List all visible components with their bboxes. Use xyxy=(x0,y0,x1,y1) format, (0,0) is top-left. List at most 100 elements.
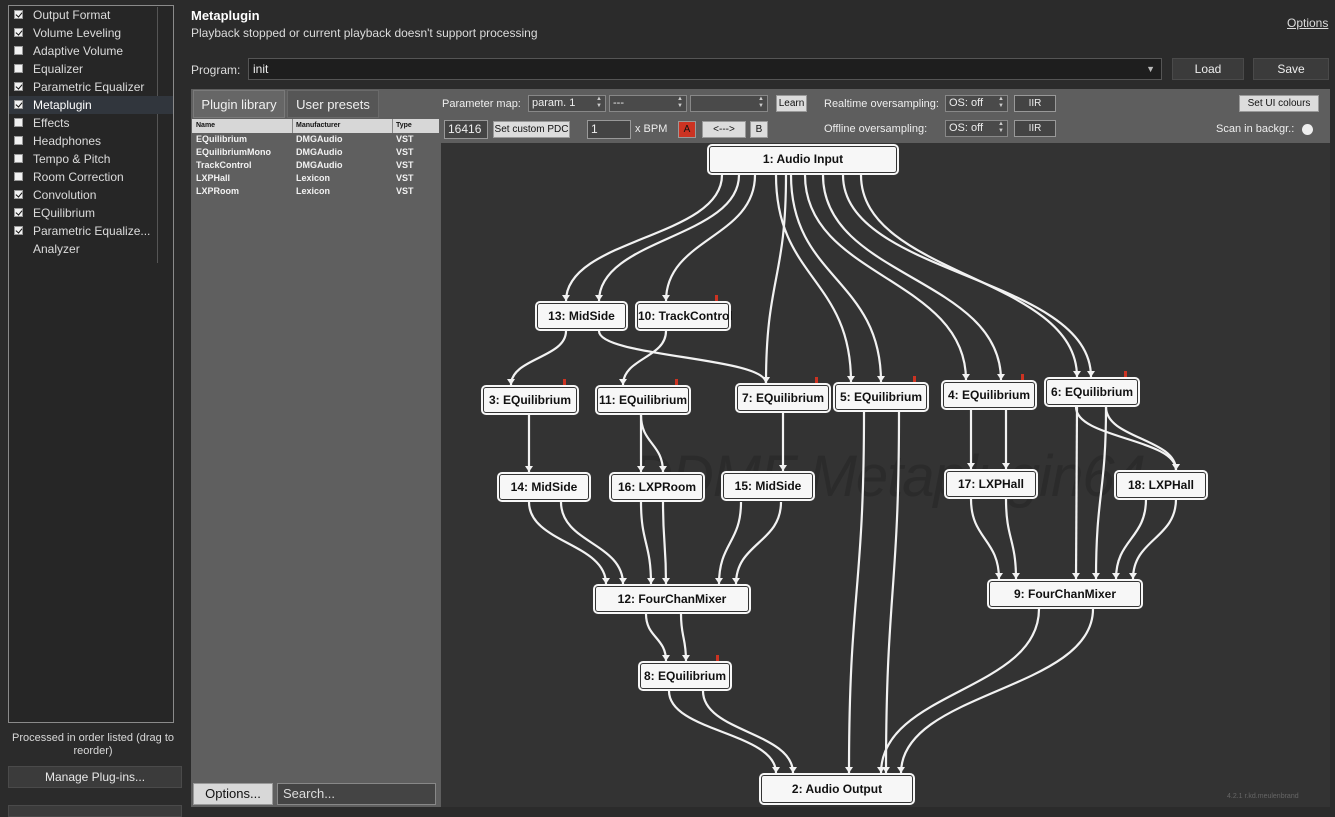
swap-ab-button[interactable]: <---> xyxy=(702,121,746,138)
order-hint: Processed in order listed (drag to reord… xyxy=(11,732,175,757)
stage-item[interactable]: Parametric Equalizer xyxy=(9,78,173,96)
graph-node[interactable]: 1: Audio Input xyxy=(707,144,899,175)
graph-node[interactable]: 2: Audio Output xyxy=(759,773,915,805)
param-select-3[interactable]: ▲▼ xyxy=(690,95,768,112)
graph-node[interactable]: 15: MidSide xyxy=(721,471,815,501)
pdc-value-field[interactable]: 16416 xyxy=(444,120,488,139)
stage-checkbox[interactable] xyxy=(14,100,23,109)
set-custom-pdc-button[interactable]: Set custom PDC xyxy=(493,121,570,138)
tab-plugin-library[interactable]: Plugin library xyxy=(193,90,285,118)
wire-arrow xyxy=(1087,371,1095,377)
table-cell: VST xyxy=(396,147,414,157)
stage-item[interactable]: Adaptive Volume xyxy=(9,42,173,60)
stage-item[interactable]: Headphones xyxy=(9,132,173,150)
stage-checkbox[interactable] xyxy=(14,208,23,217)
options-link[interactable]: Options xyxy=(1287,16,1329,30)
load-button[interactable]: Load xyxy=(1172,58,1244,80)
graph-node[interactable]: 9: FourChanMixer xyxy=(987,579,1143,609)
graph-node[interactable]: 7: EQuilibrium xyxy=(735,383,831,413)
learn-button[interactable]: Learn xyxy=(776,95,807,112)
stage-item[interactable]: EQuilibrium xyxy=(9,204,173,222)
param-indicator xyxy=(815,377,818,384)
offline-oversampling-select[interactable]: OS: off▲▼ xyxy=(945,120,1008,137)
tab-user-presets[interactable]: User presets xyxy=(287,90,379,118)
stage-checkbox[interactable] xyxy=(14,64,23,73)
program-select[interactable]: init ▼ xyxy=(248,58,1162,80)
graph-node[interactable]: 18: LXPHall xyxy=(1114,470,1208,500)
stage-checkbox[interactable] xyxy=(14,154,23,163)
stage-item[interactable]: Volume Leveling xyxy=(9,24,173,42)
graph-node[interactable]: 4: EQuilibrium xyxy=(941,380,1037,410)
spinner-icon: ▲▼ xyxy=(998,96,1004,109)
realtime-oversampling-select[interactable]: OS: off▲▼ xyxy=(945,95,1008,112)
stage-item[interactable]: Equalizer xyxy=(9,60,173,78)
connection-wire xyxy=(667,690,778,774)
stage-item[interactable]: Metaplugin xyxy=(9,96,173,114)
stage-list-scrollbar[interactable] xyxy=(157,7,158,263)
search-input[interactable]: Search... xyxy=(277,783,436,805)
hidden-button[interactable] xyxy=(8,805,182,817)
graph-node[interactable]: 14: MidSide xyxy=(497,472,591,502)
graph-node[interactable]: 6: EQuilibrium xyxy=(1044,377,1140,407)
scan-background-radio[interactable] xyxy=(1302,124,1313,135)
stage-checkbox[interactable] xyxy=(14,82,23,91)
graph-node[interactable]: 8: EQuilibrium xyxy=(638,661,732,691)
stage-checkbox[interactable] xyxy=(14,46,23,55)
stage-checkbox[interactable] xyxy=(14,28,23,37)
graph-node[interactable]: 12: FourChanMixer xyxy=(593,584,751,614)
param-select-2[interactable]: ---▲▼ xyxy=(609,95,687,112)
stage-checkbox[interactable] xyxy=(14,10,23,19)
graph-node[interactable]: 16: LXPRoom xyxy=(609,472,705,502)
spinner-icon: ▲▼ xyxy=(998,121,1004,134)
save-button[interactable]: Save xyxy=(1253,58,1329,80)
column-header-manufacturer[interactable]: Manufacturer xyxy=(296,119,393,133)
wire-arrow xyxy=(779,465,787,471)
graph-node[interactable]: 13: MidSide xyxy=(535,301,628,331)
b-button[interactable]: B xyxy=(750,121,768,138)
stage-item[interactable]: Room Correction xyxy=(9,168,173,186)
manage-plugins-button[interactable]: Manage Plug-ins... xyxy=(8,766,182,788)
stage-checkbox[interactable] xyxy=(14,118,23,127)
wire-arrow xyxy=(1072,573,1080,579)
stage-item[interactable]: Tempo & Pitch xyxy=(9,150,173,168)
stage-checkbox[interactable] xyxy=(14,190,23,199)
stage-checkbox[interactable] xyxy=(14,226,23,235)
stage-checkbox[interactable] xyxy=(14,172,23,181)
stage-label: Effects xyxy=(33,116,70,130)
wire-arrow xyxy=(662,655,670,661)
stage-label: Metaplugin xyxy=(33,98,92,112)
stage-label: Analyzer xyxy=(33,242,80,256)
graph-node[interactable]: 5: EQuilibrium xyxy=(833,382,929,412)
set-ui-colours-button[interactable]: Set UI colours xyxy=(1239,95,1319,112)
stage-item[interactable]: Analyzer xyxy=(9,240,173,258)
stage-item[interactable]: Parametric Equalize... xyxy=(9,222,173,240)
library-area: Plugin library User presets Name Manufac… xyxy=(191,89,440,807)
stage-item[interactable]: Convolution xyxy=(9,186,173,204)
stage-item[interactable]: Output Format xyxy=(9,6,173,24)
library-options-button[interactable]: Options... xyxy=(193,783,273,805)
stage-checkbox[interactable] xyxy=(14,136,23,145)
realtime-filter-button[interactable]: IIR xyxy=(1014,95,1056,112)
graph-node[interactable]: 3: EQuilibrium xyxy=(481,385,579,415)
graph-toolbar: Parameter map: param. 1▲▼ ---▲▼ ▲▼ Learn… xyxy=(440,89,1330,143)
graph-node[interactable]: 11: EQuilibrium xyxy=(595,385,691,415)
stage-item[interactable]: Effects xyxy=(9,114,173,132)
graph-node[interactable]: 10: TrackControl xyxy=(635,301,733,331)
connection-wire xyxy=(789,174,883,383)
table-cell: LXPHall xyxy=(196,173,231,183)
a-button[interactable]: A xyxy=(678,121,696,138)
offline-filter-button[interactable]: IIR xyxy=(1014,120,1056,137)
column-header-type[interactable]: Type xyxy=(396,122,412,129)
column-header-name[interactable]: Name xyxy=(196,119,293,133)
graph-node[interactable]: 17: LXPHall xyxy=(944,469,1038,499)
bpm-multiplier-field[interactable]: 1 xyxy=(587,120,631,139)
param-select-1[interactable]: param. 1▲▼ xyxy=(528,95,606,112)
